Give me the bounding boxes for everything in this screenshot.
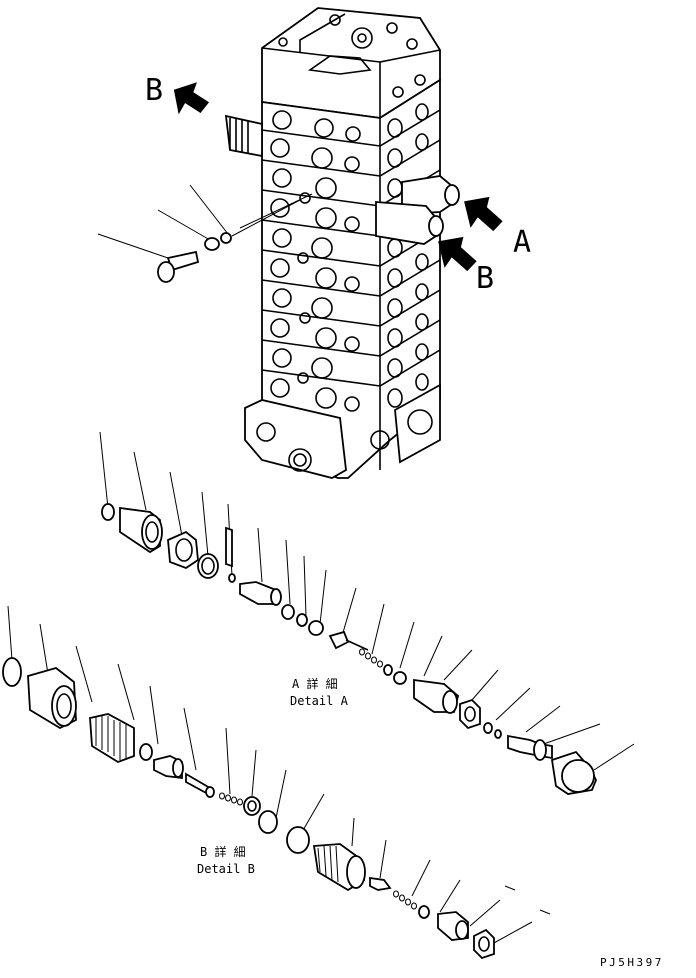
detail-a-title-jp: A 詳 細 — [292, 676, 338, 691]
left-small-parts — [157, 232, 232, 283]
detail-b-parts — [2, 605, 551, 960]
drawing-code: PJ5H397 — [600, 956, 664, 969]
relief-valve-lower — [375, 201, 444, 245]
control-valve-block — [244, 7, 441, 479]
leader-lines-left — [97, 184, 313, 259]
detail-b-title-jp: B 詳 細 — [200, 844, 246, 859]
plug-left — [224, 114, 263, 158]
view-b-label-top: B — [145, 73, 163, 108]
view-a-label: A — [513, 225, 531, 260]
arrow-a — [464, 196, 503, 232]
detail-b-title-en: Detail B — [197, 862, 255, 876]
detail-a-parts — [99, 431, 635, 795]
arrow-b-top — [173, 82, 210, 115]
view-b-label-right: B — [476, 261, 494, 296]
detail-a-title-en: Detail A — [290, 694, 349, 708]
arrow-b-right — [438, 236, 477, 272]
